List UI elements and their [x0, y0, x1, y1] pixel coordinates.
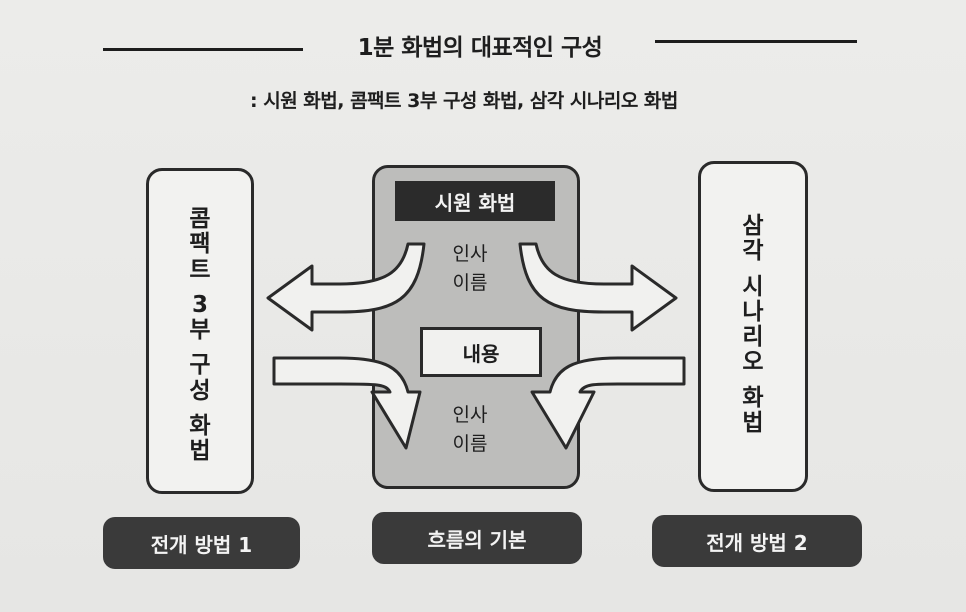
center-top-line: 이름 — [452, 272, 488, 295]
left-char: 3 — [191, 291, 208, 318]
left-char: 콤 — [189, 206, 211, 232]
arrow-down-right-icon — [530, 356, 686, 450]
right-char: 삼 — [742, 213, 764, 239]
compact-three-part-box: 콤 팩 트 3 부 구 성 화 법 — [146, 168, 254, 494]
arrow-up-right-icon — [518, 242, 678, 332]
development-method-1-label: 전개 방법 1 — [103, 517, 300, 569]
center-bottom-line: 인사 — [452, 404, 488, 426]
left-char: 화 — [189, 413, 211, 440]
right-char: 법 — [742, 410, 764, 437]
right-char: 나 — [742, 298, 764, 325]
center-top-lines: 인사 이름 — [430, 240, 510, 299]
left-char: 트 — [189, 256, 211, 283]
right-char: 오 — [742, 349, 764, 376]
left-char: 팩 — [189, 231, 211, 258]
title-rule-left — [103, 48, 303, 51]
arrow-down-left-icon — [272, 356, 422, 450]
right-char: 각 — [742, 238, 764, 265]
right-char: 시 — [742, 273, 764, 300]
flow-basics-label: 흐름의 기본 — [372, 512, 582, 564]
arrow-up-left-icon — [266, 242, 426, 332]
compact-three-part-label: 콤 팩 트 3 부 구 성 화 법 — [149, 206, 251, 465]
center-top-line: 인사 — [452, 243, 488, 265]
refreshing-speech-header: 시원 화법 — [395, 181, 555, 221]
center-bottom-lines: 인사 이름 — [430, 401, 510, 460]
title-rule-right — [655, 40, 857, 43]
diagram-subtitle: : 시원 화법, 콤팩트 3부 구성 화법, 삼각 시나리오 화법 — [250, 90, 678, 112]
content-label: 내용 — [420, 327, 542, 377]
diagram-title: 1분 화법의 대표적인 구성 — [357, 35, 603, 61]
left-char: 부 — [189, 317, 211, 344]
right-char: 리 — [742, 324, 764, 351]
left-char: 구 — [189, 352, 211, 379]
development-method-2-label: 전개 방법 2 — [652, 515, 862, 567]
left-char: 법 — [189, 438, 211, 465]
center-bottom-line: 이름 — [452, 433, 488, 456]
triangle-scenario-label: 삼 각 시 나 리 오 화 법 — [701, 213, 805, 437]
right-char: 화 — [742, 384, 764, 411]
triangle-scenario-box: 삼 각 시 나 리 오 화 법 — [698, 161, 808, 492]
left-char: 성 — [189, 377, 211, 404]
